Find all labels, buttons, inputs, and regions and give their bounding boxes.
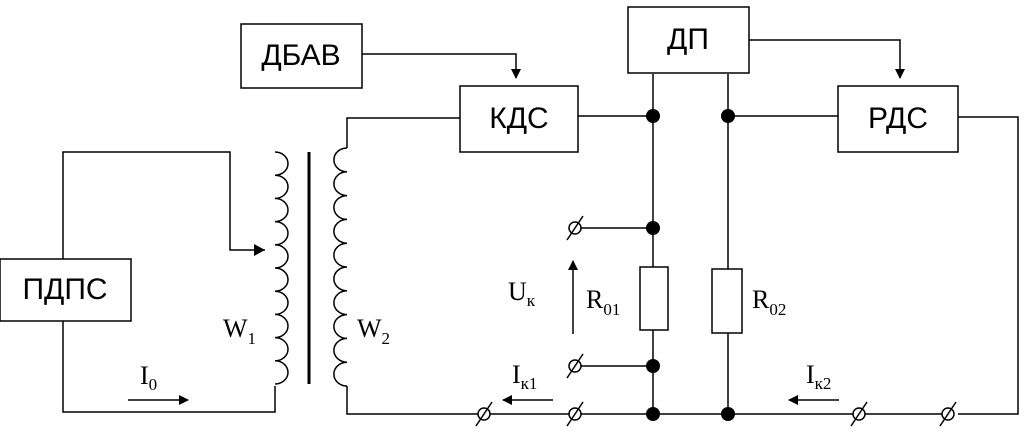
primary-winding <box>274 151 289 385</box>
terminal-icon <box>566 401 584 427</box>
wire-pdps-top <box>62 151 265 259</box>
block-dp-label: ДП <box>667 23 709 56</box>
label-r01: R01 <box>586 285 620 319</box>
junction-dot <box>721 407 735 421</box>
label-w2: W2 <box>357 314 390 348</box>
wire-dp-rds <box>749 39 905 79</box>
junction-dot <box>646 359 660 373</box>
tap-arrow-icon <box>254 244 265 256</box>
junction-dot <box>646 407 660 421</box>
wire-dbav-kds <box>362 53 521 79</box>
block-dbav-label: ДБАВ <box>261 39 340 72</box>
block-pdps-label: ПДПС <box>22 273 107 306</box>
block-rds: РДС <box>837 85 959 153</box>
wire-w2-bottom <box>346 386 478 415</box>
junction-dot <box>646 109 660 123</box>
block-kds-label: КДС <box>489 102 548 135</box>
label-w1: W1 <box>223 314 256 348</box>
label-i0: I0 <box>140 361 157 394</box>
wire-rds-right <box>958 116 1019 415</box>
junctions <box>646 109 735 421</box>
secondary-winding <box>333 147 348 387</box>
resistor-r02 <box>711 268 743 334</box>
arrows <box>128 260 839 405</box>
terminal-icon <box>850 401 868 427</box>
terminal-icon <box>566 353 584 379</box>
terminals <box>475 215 957 427</box>
block-kds: КДС <box>459 85 579 153</box>
label-r02: R02 <box>752 285 786 319</box>
terminal-icon <box>475 401 493 427</box>
wire-pdps-bottom <box>62 321 276 413</box>
block-dp: ДП <box>627 6 750 74</box>
label-ik2: Iк2 <box>806 360 831 393</box>
block-pdps: ПДПС <box>0 258 132 322</box>
terminal-icon <box>939 401 957 427</box>
label-ik1: Iк1 <box>512 360 537 393</box>
transformer <box>274 147 348 387</box>
junction-dot <box>646 221 660 235</box>
label-uk: Uк <box>508 277 536 310</box>
resistor-r01 <box>639 266 669 331</box>
terminal-icon <box>566 215 584 241</box>
wire-w2-kds <box>346 117 460 148</box>
junction-dot <box>721 109 735 123</box>
block-dbav: ДБАВ <box>240 23 363 89</box>
block-rds-label: РДС <box>868 102 928 135</box>
